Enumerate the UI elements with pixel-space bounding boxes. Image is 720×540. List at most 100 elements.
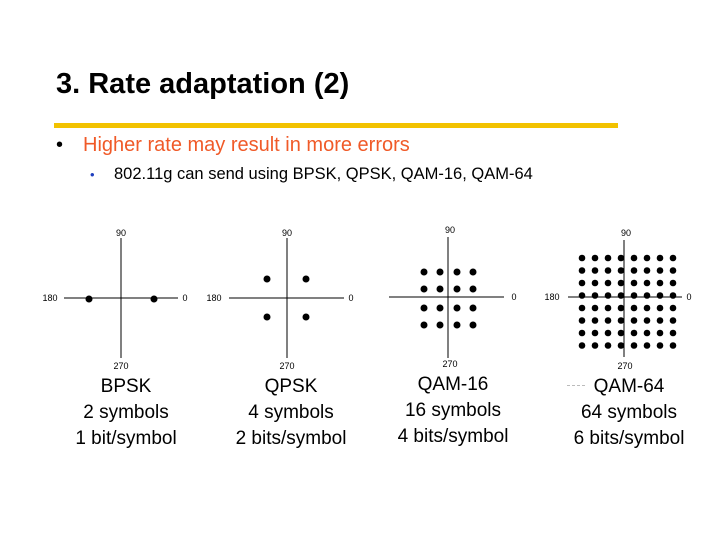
symbol-point [150, 295, 158, 303]
symbol-point [263, 275, 271, 283]
constellation-qam16: 90 270 0 [389, 225, 517, 369]
symbol-point [630, 254, 638, 262]
symbol-point [302, 275, 310, 283]
symbol-point [656, 329, 664, 337]
symbol-point [420, 321, 428, 329]
symbol-point [617, 304, 625, 312]
symbol-point [630, 329, 638, 337]
symbol-point [578, 342, 586, 349]
axis-label-0: 0 [511, 292, 516, 302]
symbol-point [469, 285, 477, 293]
modulation-name: QAM-64 [593, 376, 665, 397]
symbol-point [617, 267, 625, 274]
symbol-point [669, 267, 677, 274]
symbol-point [656, 279, 664, 287]
symbol-point [453, 268, 461, 276]
bullet-dot-icon: • [90, 167, 95, 182]
symbol-point [669, 304, 677, 312]
axis-label-90: 90 [116, 228, 126, 238]
decorative-dash [567, 385, 585, 387]
bits-per-symbol: 2 bits/symbol [235, 428, 347, 449]
symbol-point [669, 254, 677, 262]
bullet-level2: • 802.11g can send using BPSK, QPSK, QAM-… [90, 165, 533, 184]
label-qam64: QAM-64 64 symbols 6 bits/symbol [549, 374, 709, 452]
symbol-point [643, 267, 651, 274]
symbol-point [617, 292, 625, 299]
axis-label-270: 270 [113, 361, 128, 371]
symbol-point [669, 342, 677, 349]
symbol-point [604, 329, 612, 337]
symbol-point [630, 317, 638, 324]
symbol-point [630, 279, 638, 287]
symbol-point [643, 317, 651, 324]
symbol-point [436, 268, 444, 276]
symbol-count: 64 symbols [580, 402, 678, 423]
axis-label-270: 270 [442, 359, 457, 369]
symbol-point [436, 285, 444, 293]
symbol-point [420, 304, 428, 312]
symbol-point [436, 321, 444, 329]
symbol-point [578, 267, 586, 274]
constellation-qam64: 90 270 180 0 [544, 228, 691, 371]
page-title: 3. Rate adaptation (2) [56, 68, 350, 100]
symbol-point [643, 342, 651, 349]
symbol-point [656, 267, 664, 274]
symbol-point [469, 321, 477, 329]
bullet-level1-text: Higher rate may result in more errors [83, 134, 410, 156]
symbol-points [420, 268, 477, 329]
bits-per-symbol: 4 bits/symbol [397, 426, 509, 447]
symbol-point [578, 329, 586, 337]
symbol-point [591, 267, 599, 274]
title-underline [54, 123, 618, 128]
symbol-point [453, 321, 461, 329]
axis-label-0: 0 [348, 293, 353, 303]
symbol-point [604, 292, 612, 299]
bullet-dot-icon: • [56, 134, 64, 156]
modulation-name: QPSK [264, 376, 318, 397]
symbol-point [436, 304, 444, 312]
bits-per-symbol: 1 bit/symbol [75, 428, 177, 449]
symbol-point [656, 342, 664, 349]
modulation-name: QAM-16 [417, 374, 489, 395]
axis-label-90: 90 [621, 228, 631, 238]
symbol-point [669, 279, 677, 287]
symbol-point [302, 313, 310, 321]
axis-label-180: 180 [544, 292, 559, 302]
symbol-point [604, 342, 612, 349]
symbol-point [420, 285, 428, 293]
symbol-count: 2 symbols [83, 402, 169, 423]
axis-label-270: 270 [617, 361, 632, 371]
bits-per-symbol: 6 bits/symbol [573, 428, 685, 449]
label-qpsk: QPSK 4 symbols 2 bits/symbol [211, 374, 371, 452]
axis-label-180: 180 [206, 293, 221, 303]
symbol-point [578, 292, 586, 299]
symbol-count: 16 symbols [404, 400, 502, 421]
modulation-name: BPSK [100, 376, 152, 397]
symbol-point [656, 304, 664, 312]
symbol-point [604, 279, 612, 287]
axis-label-0: 0 [686, 292, 691, 302]
axis-label-0: 0 [182, 293, 187, 303]
symbol-point [591, 329, 599, 337]
symbol-point [578, 279, 586, 287]
symbol-point [263, 313, 271, 321]
symbol-point [591, 342, 599, 349]
symbol-point [630, 267, 638, 274]
symbol-point [604, 304, 612, 312]
constellation-qpsk: 90 270 180 0 [206, 228, 353, 371]
symbol-point [630, 292, 638, 299]
axis-label-90: 90 [445, 225, 455, 235]
symbol-point [469, 268, 477, 276]
axis-label-90: 90 [282, 228, 292, 238]
label-bpsk: BPSK 2 symbols 1 bit/symbol [46, 374, 206, 452]
label-qam16: QAM-16 16 symbols 4 bits/symbol [373, 372, 533, 450]
symbol-point [453, 304, 461, 312]
symbol-point [591, 279, 599, 287]
bullet-level2-text: 802.11g can send using BPSK, QPSK, QAM-1… [114, 165, 533, 183]
symbol-point [604, 267, 612, 274]
symbol-point [469, 304, 477, 312]
symbol-count: 4 symbols [248, 402, 334, 423]
symbol-point [591, 254, 599, 262]
symbol-point [630, 342, 638, 349]
